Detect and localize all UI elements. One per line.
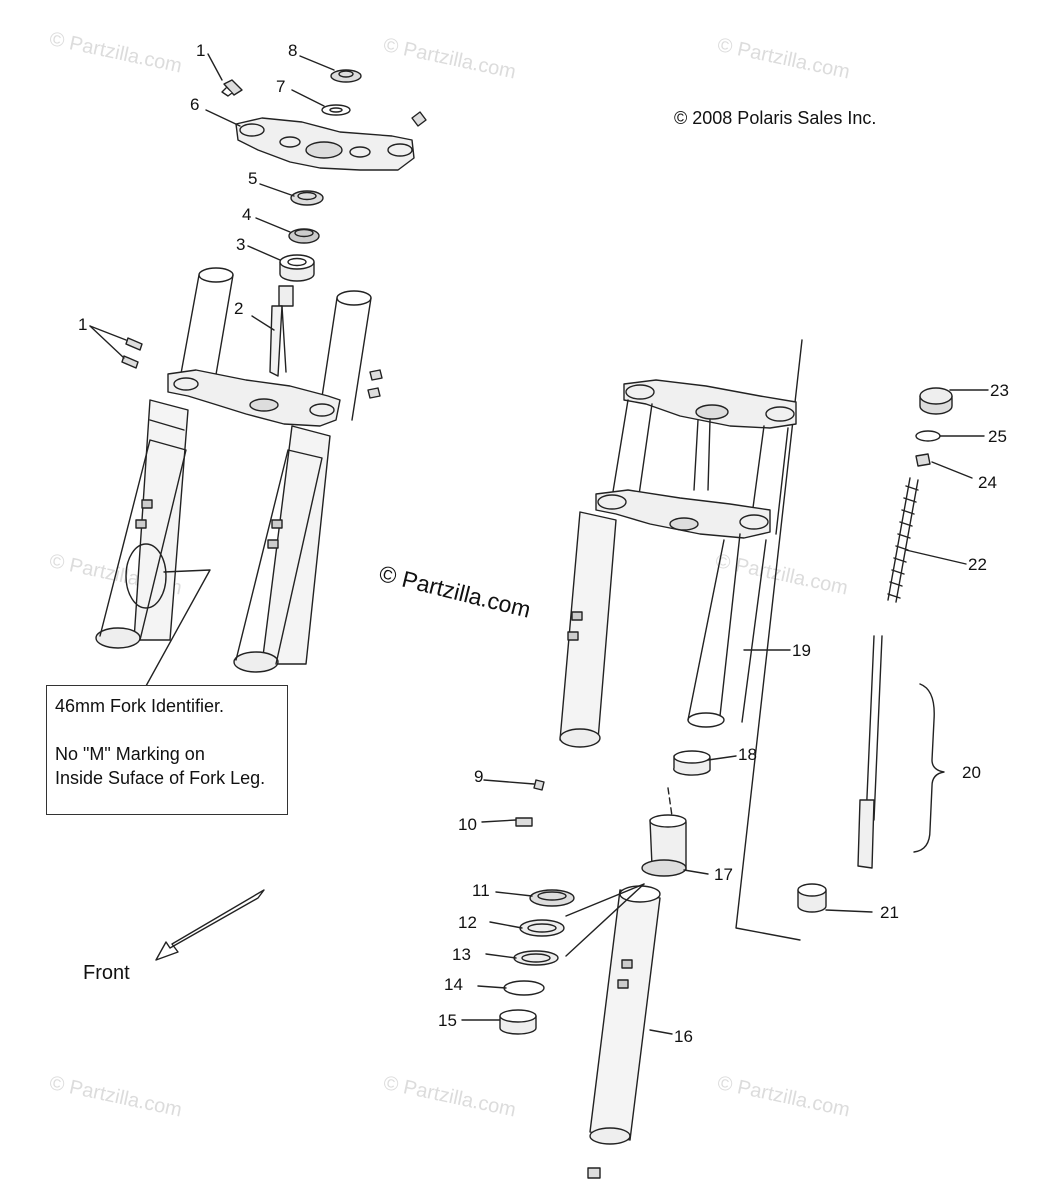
washer-icon xyxy=(321,104,351,116)
bolt-icon xyxy=(221,79,243,97)
clip-icon xyxy=(503,980,545,996)
inner-fork-tube xyxy=(687,533,767,728)
fork-identifier-note: 46mm Fork Identifier. No "M" Marking on … xyxy=(46,685,288,815)
callout-19: 19 xyxy=(792,641,811,660)
callout-2: 2 xyxy=(234,299,244,318)
bolt-icon xyxy=(515,817,533,827)
bolt-icon xyxy=(587,1167,601,1179)
callout-9: 9 xyxy=(474,767,484,786)
bolt-icon xyxy=(367,387,381,399)
callout-21: 21 xyxy=(880,903,899,922)
callout-10: 10 xyxy=(458,815,477,834)
note-line: No "M" Marking on xyxy=(55,744,205,764)
assembly-bracket xyxy=(735,339,803,941)
callout-24: 24 xyxy=(978,473,997,492)
callout-14: 14 xyxy=(444,975,463,994)
right-assembly-fork-leg xyxy=(559,511,617,748)
right-fork-tube xyxy=(319,290,372,421)
callout-23: 23 xyxy=(990,381,1009,400)
damper-rod xyxy=(857,635,883,869)
top-triple-clamp xyxy=(235,117,415,171)
callout-17: 17 xyxy=(714,865,733,884)
washer-icon xyxy=(513,950,559,966)
callout-4: 4 xyxy=(242,205,252,224)
right-top-triple-clamp xyxy=(623,379,797,429)
callout-11: 11 xyxy=(472,881,490,900)
brace-bracket xyxy=(913,683,945,853)
lower-triple-clamp xyxy=(167,369,341,427)
bolt-icon xyxy=(411,111,427,127)
bolt-icon xyxy=(125,337,143,351)
front-label: Front xyxy=(83,962,130,984)
callout-3: 3 xyxy=(236,235,246,254)
bolt-icon xyxy=(369,369,383,381)
seal-icon xyxy=(533,779,545,791)
callout-16: 16 xyxy=(674,1027,693,1046)
bolt-icon xyxy=(121,355,139,369)
washer-icon xyxy=(519,919,565,937)
washer-icon xyxy=(915,430,941,442)
callout-18: 18 xyxy=(738,745,757,764)
right-lower-triple-clamp xyxy=(595,489,771,539)
left-fork-tube xyxy=(177,267,234,399)
callout-13: 13 xyxy=(452,945,471,964)
note-line: 46mm Fork Identifier. xyxy=(55,696,225,716)
callout-20: 20 xyxy=(962,763,981,782)
callout-25: 25 xyxy=(988,427,1007,446)
callout-8: 8 xyxy=(288,41,298,60)
note-line: Inside Suface of Fork Leg. xyxy=(55,768,266,788)
lower-fork-slider xyxy=(589,885,661,1145)
steering-stem xyxy=(269,285,294,377)
left-fork-slider xyxy=(95,399,189,649)
callout-6: 6 xyxy=(190,95,200,114)
callout-12: 12 xyxy=(458,913,477,932)
damper-sleeve-icon xyxy=(641,814,687,877)
callout-22: 22 xyxy=(968,555,987,574)
callout-15: 15 xyxy=(438,1011,457,1030)
callout-1: 1 xyxy=(78,315,88,334)
callout-5: 5 xyxy=(248,169,258,188)
fork-identifier-mark xyxy=(125,543,167,609)
nut-icon xyxy=(330,69,362,83)
callout-7: 7 xyxy=(276,77,286,96)
callout-1: 1 xyxy=(196,41,206,60)
copyright-notice: © 2008 Polaris Sales Inc. xyxy=(674,108,877,128)
front-arrow-icon xyxy=(155,889,265,961)
right-fork-slider xyxy=(233,425,331,673)
nut-icon xyxy=(915,453,931,467)
fork-spring xyxy=(887,477,919,603)
